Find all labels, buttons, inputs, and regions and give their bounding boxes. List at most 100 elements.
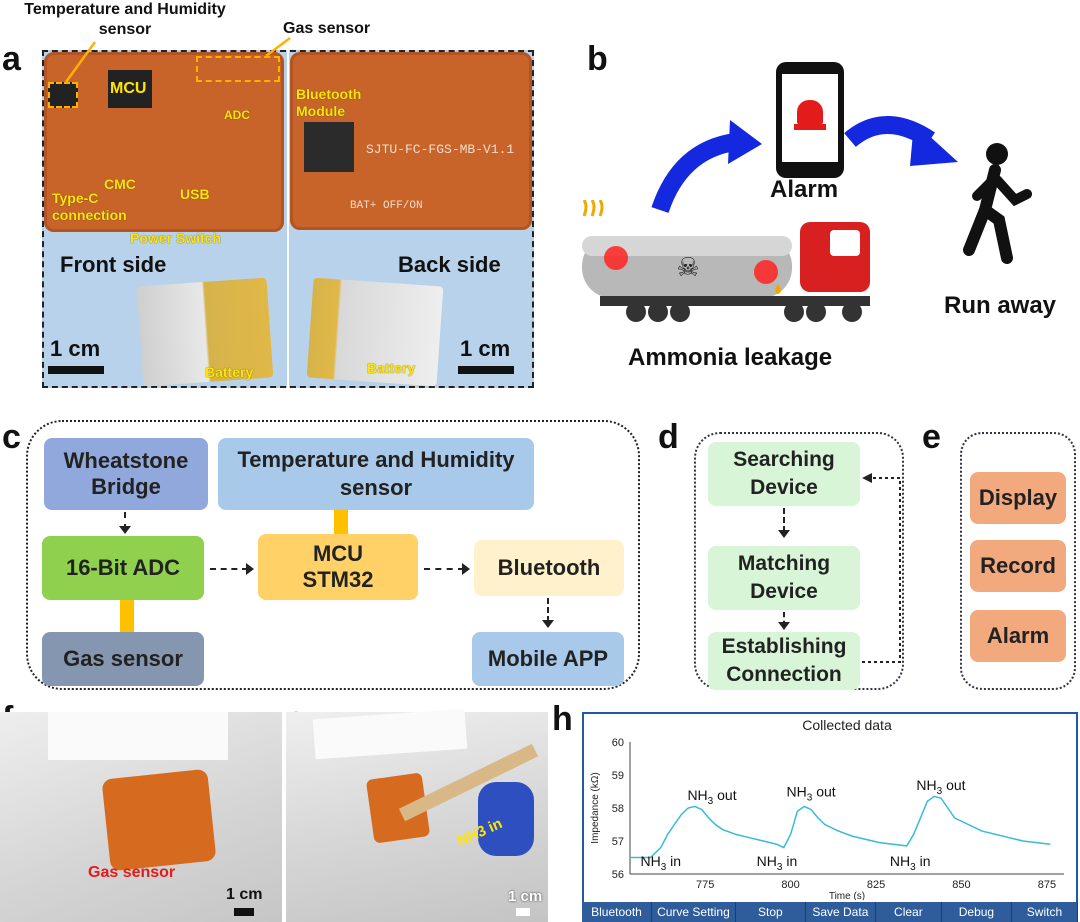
app-button-bluetooth[interactable]: Bluetooth bbox=[582, 902, 653, 922]
app-button-clear[interactable]: Clear bbox=[876, 902, 942, 922]
panel-label-a: a bbox=[2, 40, 21, 78]
tanker-truck-icon: ☠ bbox=[582, 200, 870, 322]
scale-label-f: 1 cm bbox=[226, 886, 263, 903]
panel-label-h: h bbox=[552, 700, 573, 738]
label-typec: Type-C connection bbox=[52, 190, 127, 223]
label-power-switch: Power Switch bbox=[130, 230, 222, 246]
label-alarm: Alarm bbox=[770, 176, 839, 203]
panel-f-patch bbox=[48, 712, 228, 760]
panel-a-top-label-gas: Gas sensor bbox=[283, 20, 371, 37]
chart-title: Collected data bbox=[802, 717, 892, 733]
label-f-gas-sensor: Gas sensor bbox=[88, 864, 176, 881]
leader-lines bbox=[64, 37, 291, 83]
label-run-away: Run away bbox=[944, 292, 1057, 319]
label-bluetooth-module: Bluetooth Module bbox=[296, 86, 362, 119]
chart-annotation: NH3 out bbox=[916, 777, 965, 797]
arrowhead-search-match bbox=[778, 530, 790, 538]
chart-annotation: NH3 in bbox=[640, 853, 681, 873]
scale-bar-a2 bbox=[458, 366, 514, 374]
series-line-0 bbox=[630, 795, 1051, 859]
app-button-switch[interactable]: Switch bbox=[1012, 902, 1078, 922]
chart-annotation: NH3 out bbox=[787, 783, 836, 803]
box-wheatstone-bridge: Wheatstone Bridge bbox=[44, 438, 208, 510]
label-cmc: CMC bbox=[104, 176, 136, 192]
arrow-match-establish bbox=[783, 612, 785, 626]
box-gas-sensor: Gas sensor bbox=[42, 632, 204, 686]
y-axis-label: Impedance (kΩ) bbox=[590, 772, 601, 843]
arrow-adc-mcu bbox=[210, 568, 248, 570]
panel-h-app bbox=[582, 712, 1078, 922]
box-alarm: Alarm bbox=[970, 610, 1066, 662]
siren-icon bbox=[797, 100, 823, 124]
connector-mcu-th bbox=[334, 510, 348, 534]
box-record: Record bbox=[970, 540, 1066, 592]
panel-label-e: e bbox=[922, 418, 941, 456]
x-tick-label: 775 bbox=[696, 879, 714, 891]
box-matching-device: Matching Device bbox=[708, 546, 860, 610]
panel-a-divider bbox=[287, 50, 289, 388]
label-mcu: MCU bbox=[110, 80, 147, 97]
box-searching-device: Searching Device bbox=[708, 442, 860, 506]
x-tick-label: 825 bbox=[867, 879, 885, 891]
label-ammonia-leakage: Ammonia leakage bbox=[628, 344, 833, 371]
panel-label-b: b bbox=[587, 40, 608, 78]
bat-silk-text: BAT+ OFF/ON bbox=[350, 200, 423, 212]
box-th-sensor: Temperature and Humidity sensor bbox=[218, 438, 534, 510]
y-tick-label: 58 bbox=[612, 803, 624, 815]
panel-label-c: c bbox=[2, 418, 21, 456]
mcu-chip bbox=[108, 70, 152, 108]
panel-label-d: d bbox=[658, 418, 679, 456]
y-tick-label: 60 bbox=[612, 737, 624, 749]
box-mcu-stm32: MCU STM32 bbox=[258, 534, 418, 600]
glove bbox=[478, 782, 534, 856]
box-16bit-adc: 16-Bit ADC bbox=[42, 536, 204, 600]
label-usb: USB bbox=[180, 186, 210, 202]
panel-c-frame bbox=[26, 420, 640, 690]
x-tick-label: 875 bbox=[1038, 879, 1056, 891]
scale-label-g: 1 cm bbox=[508, 888, 543, 905]
box-establishing-connection: Establishing Connection bbox=[708, 632, 860, 690]
app-button-debug[interactable]: Debug bbox=[942, 902, 1012, 922]
scale-bar-f bbox=[234, 908, 254, 916]
scale-bar-g bbox=[516, 908, 530, 916]
label-adc: ADC bbox=[224, 108, 250, 122]
scale-label-a2: 1 cm bbox=[460, 336, 511, 361]
box-display: Display bbox=[970, 472, 1066, 524]
scale-label-a1: 1 cm bbox=[50, 336, 101, 361]
app-button-curve-setting[interactable]: Curve Setting bbox=[652, 902, 736, 922]
app-button-stop[interactable]: Stop bbox=[736, 902, 806, 922]
connector-adc-gas bbox=[120, 600, 134, 632]
x-axis-label: Time (s) bbox=[829, 891, 865, 900]
svg-text:☠: ☠ bbox=[676, 253, 699, 283]
app-button-save-data[interactable]: Save Data bbox=[806, 902, 876, 922]
box-mobile-app: Mobile APP bbox=[472, 632, 624, 686]
arrow-mcu-bluetooth bbox=[424, 568, 464, 570]
chart-annotation: NH3 in bbox=[757, 853, 798, 873]
scale-bar-a1 bbox=[48, 366, 104, 374]
bluetooth-module-chip bbox=[304, 122, 354, 172]
phone-icon bbox=[776, 62, 844, 178]
label-front-side: Front side bbox=[60, 252, 167, 277]
label-back-side: Back side bbox=[398, 252, 501, 277]
arrow-wheatstone-adc bbox=[124, 512, 126, 530]
arrowhead-match-establish bbox=[778, 622, 790, 630]
label-battery-front: Battery bbox=[205, 364, 254, 380]
y-tick-label: 57 bbox=[612, 836, 624, 848]
arrowhead-wheatstone-adc bbox=[119, 526, 131, 534]
th-sensor-box bbox=[48, 82, 78, 108]
y-tick-label: 59 bbox=[612, 770, 624, 782]
panel-f-device bbox=[101, 768, 217, 872]
label-battery-back: Battery bbox=[367, 360, 416, 376]
panel-a-top-label-th: Temperature and Humidity sensor bbox=[24, 1, 226, 38]
arrowhead-adc-mcu bbox=[246, 563, 254, 575]
front-pcb bbox=[44, 52, 284, 232]
arrow-bluetooth-app bbox=[547, 598, 549, 622]
running-person-icon bbox=[963, 143, 1032, 264]
chart-annotation: NH3 out bbox=[687, 787, 736, 807]
arrow-search-match bbox=[783, 508, 785, 532]
y-tick-label: 56 bbox=[612, 869, 624, 881]
gas-sensor-box bbox=[196, 56, 280, 82]
box-bluetooth: Bluetooth bbox=[474, 540, 624, 596]
board-silk-text: SJTU-FC-FGS-MB-V1.1 bbox=[366, 142, 515, 157]
